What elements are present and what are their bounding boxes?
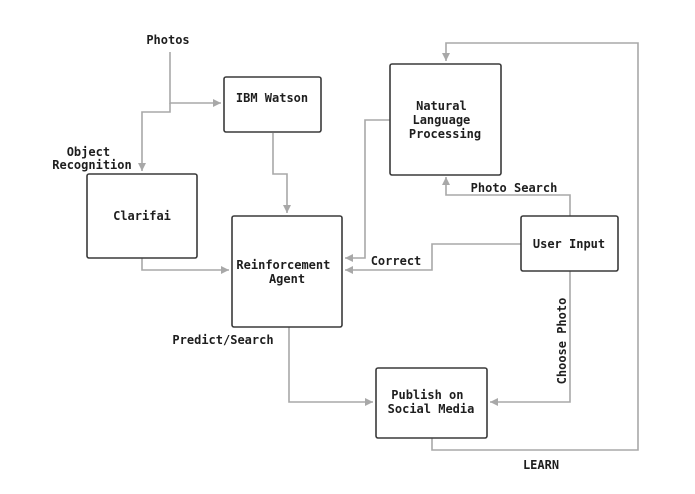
node-user-input: User Input [520,215,619,272]
label-learn: LEARN [523,458,559,472]
node-ibm-watson: IBM Watson [223,76,322,133]
label-correct: Correct [371,254,422,268]
edge-ibm-watson-to-agent [272,133,291,213]
node-clarifai: Clarifai [86,173,198,259]
node-ibm-watson-label: IBM Watson [236,91,308,105]
label-photo-search: Photo Search [471,181,558,195]
node-reinforcement-agent: Reinforcement Agent [231,215,343,328]
node-reinforcement-agent-label: Reinforcement Agent [236,258,337,286]
edge-photos-to-ibm-watson [169,52,221,107]
label-choose-photo: Choose Photo [555,298,569,385]
edge-user-input-to-publish [490,271,571,406]
edge-agent-to-publish [288,327,373,406]
edge-photos-to-clarifai [138,103,171,171]
node-clarifai-label: Clarifai [113,209,171,223]
node-user-input-label: User Input [533,237,605,251]
edge-user-input-to-nlp [442,177,571,216]
edge-nlp-to-agent [345,119,390,262]
edge-clarifai-to-agent [141,258,229,274]
label-photos: Photos [146,33,189,47]
node-nlp-label: Natural Language Processing [409,99,481,141]
edge-publish-learn-to-nlp [431,42,639,451]
node-nlp: Natural Language Processing [389,63,502,176]
node-publish-social-media-label: Publish on Social Media [388,388,475,416]
node-publish-social-media: Publish on Social Media [375,367,488,439]
edges [138,42,639,451]
label-object-recognition: Object Recognition [52,145,131,172]
label-predict-search: Predict/Search [172,333,273,347]
edge-user-input-to-agent [345,243,521,274]
